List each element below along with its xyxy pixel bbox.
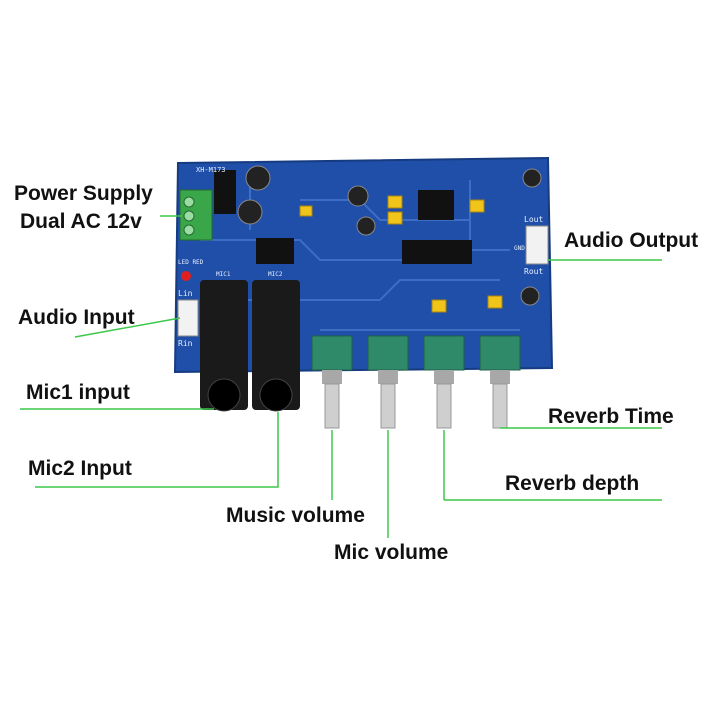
ic-chip-large xyxy=(402,240,472,264)
pot-mic-volume xyxy=(367,335,409,429)
mic2-jack xyxy=(252,280,300,410)
mic1-jack xyxy=(200,280,248,410)
silk-lin: Lin xyxy=(178,289,193,298)
pot-music-volume xyxy=(311,335,353,429)
label-dual-ac: Dual AC 12v xyxy=(20,210,142,233)
silk-gnd: GND xyxy=(514,245,525,252)
pot-reverb-time xyxy=(479,335,521,429)
silk-led: LED RED xyxy=(178,259,204,266)
label-power-supply: Power Supply xyxy=(14,182,153,205)
silk-model: XH-M173 xyxy=(196,166,226,174)
ic-chip xyxy=(256,238,294,264)
silk-mic2: MIC2 xyxy=(268,271,283,278)
label-reverb-time: Reverb Time xyxy=(548,405,674,428)
capacitor xyxy=(522,168,542,188)
capacitor xyxy=(520,286,540,306)
ic-chip xyxy=(418,190,454,220)
silk-mic1: MIC1 xyxy=(216,271,231,278)
silk-lout: Lout xyxy=(524,215,543,224)
capacitor xyxy=(356,216,376,236)
leader-lines xyxy=(20,215,662,538)
pot-reverb-depth xyxy=(423,335,465,429)
capacitor xyxy=(237,199,263,225)
voltage-regulator xyxy=(214,170,236,214)
label-audio-output: Audio Output xyxy=(564,229,699,252)
capacitor xyxy=(347,185,369,207)
label-mic1-input: Mic1 input xyxy=(26,381,130,404)
silk-rout: Rout xyxy=(524,267,543,276)
led-red xyxy=(181,271,191,281)
label-reverb-depth: Reverb depth xyxy=(505,472,640,495)
film-capacitors xyxy=(299,195,503,313)
silk-rin: Rin xyxy=(178,339,193,348)
label-music-volume: Music volume xyxy=(226,504,365,527)
label-audio-input: Audio Input xyxy=(18,306,135,329)
label-mic-volume: Mic volume xyxy=(334,541,449,564)
audio-output-connector xyxy=(525,225,549,265)
label-mic2-input: Mic2 Input xyxy=(28,457,132,480)
capacitor xyxy=(245,165,271,191)
audio-input-connector xyxy=(177,299,199,337)
